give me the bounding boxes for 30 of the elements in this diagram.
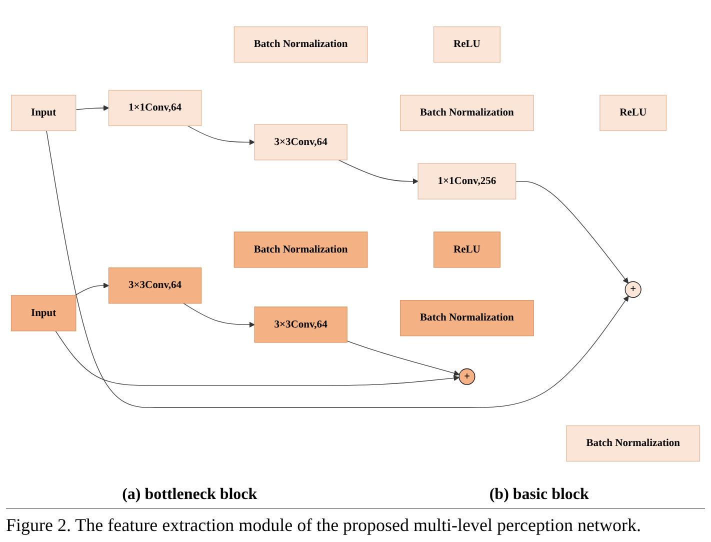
node-box (10, 295, 76, 332)
node-circle (458, 368, 476, 385)
node-box (400, 300, 534, 336)
arrow (76, 105, 110, 111)
block-caption: (a) bottleneck block (122, 486, 258, 504)
node-box (433, 26, 500, 63)
node-circle (624, 281, 642, 298)
node-box (234, 26, 368, 63)
arrow (46, 130, 629, 408)
node-box (400, 94, 534, 131)
arrow (516, 180, 629, 284)
node-box (433, 232, 500, 268)
node-box (600, 94, 667, 131)
figure-caption: Figure 2. The feature extraction module of the proposed multi-level perception network. (6, 508, 705, 536)
node-box (10, 94, 76, 131)
arrow (338, 160, 418, 184)
arrow (346, 340, 460, 376)
arrow (74, 282, 110, 296)
node-box (566, 425, 700, 462)
node-box (108, 267, 202, 304)
block-caption: (b) basic block (489, 486, 589, 504)
arrow (55, 330, 460, 386)
node-box (108, 90, 202, 126)
diagram-drawing: Input 1×1Conv,64 Batch Normalization ReLU 3×3Conv,64 Batch Normalization ReLU 1×1Conv,256 Batch Normalization + Input 3×3Conv,64 Batch Normalization ReLU 3×3Conv,64 Batch Normalization + (6, 6, 705, 482)
node-box (234, 232, 368, 268)
arrow (183, 303, 255, 328)
node-box (418, 163, 516, 200)
arrow (187, 125, 255, 146)
node-box (254, 124, 348, 160)
node-box (254, 306, 348, 343)
